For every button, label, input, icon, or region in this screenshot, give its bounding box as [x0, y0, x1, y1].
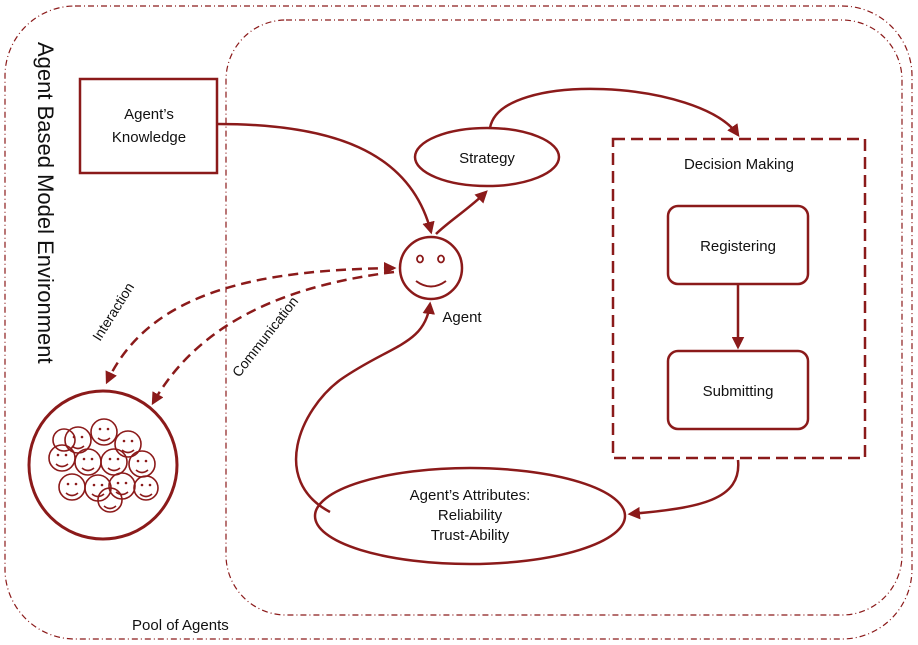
- strategy-to-decision-arrow: [488, 87, 740, 138]
- pool-label: Pool of Agents: [132, 617, 229, 634]
- knowledge-line1: Agent’s: [124, 106, 174, 123]
- knowledge-box: Agent’s Knowledge: [78, 77, 219, 175]
- environment-title: Agent Based Model Environment: [33, 42, 58, 364]
- agent-node: Agent: [398, 235, 482, 326]
- interaction-arrow: [105, 261, 397, 385]
- strategy-node: Strategy: [413, 126, 561, 188]
- environment-boundary: [4, 5, 913, 640]
- decision-making-title: Decision Making: [684, 156, 794, 173]
- submitting-step: [666, 349, 810, 431]
- submitting-label: Submitting: [703, 383, 774, 400]
- attributes-line2: Reliability: [438, 507, 503, 524]
- attributes-node: Agent’s Attributes: Reliability Trust-Ab…: [313, 466, 627, 566]
- agent-label: Agent: [442, 309, 482, 326]
- interaction-label: Interaction: [89, 280, 137, 344]
- smiley-face-icon: [398, 235, 464, 301]
- attributes-line3: Trust-Ability: [431, 527, 510, 544]
- knowledge-to-agent-arrow: [217, 122, 435, 235]
- attributes-line1: Agent’s Attributes:: [410, 487, 531, 504]
- strategy-label: Strategy: [459, 150, 515, 167]
- crowd-of-faces-icon: [27, 389, 179, 541]
- agent-to-strategy-arrow: [435, 190, 488, 235]
- knowledge-line2: Knowledge: [112, 129, 186, 146]
- decision-making-box: Decision Making Registering Submitting: [611, 137, 867, 460]
- communication-arrow: [151, 270, 395, 406]
- registering-label: Registering: [700, 238, 776, 255]
- decision-to-attributes-arrow: [627, 459, 740, 520]
- registering-step: [666, 204, 810, 286]
